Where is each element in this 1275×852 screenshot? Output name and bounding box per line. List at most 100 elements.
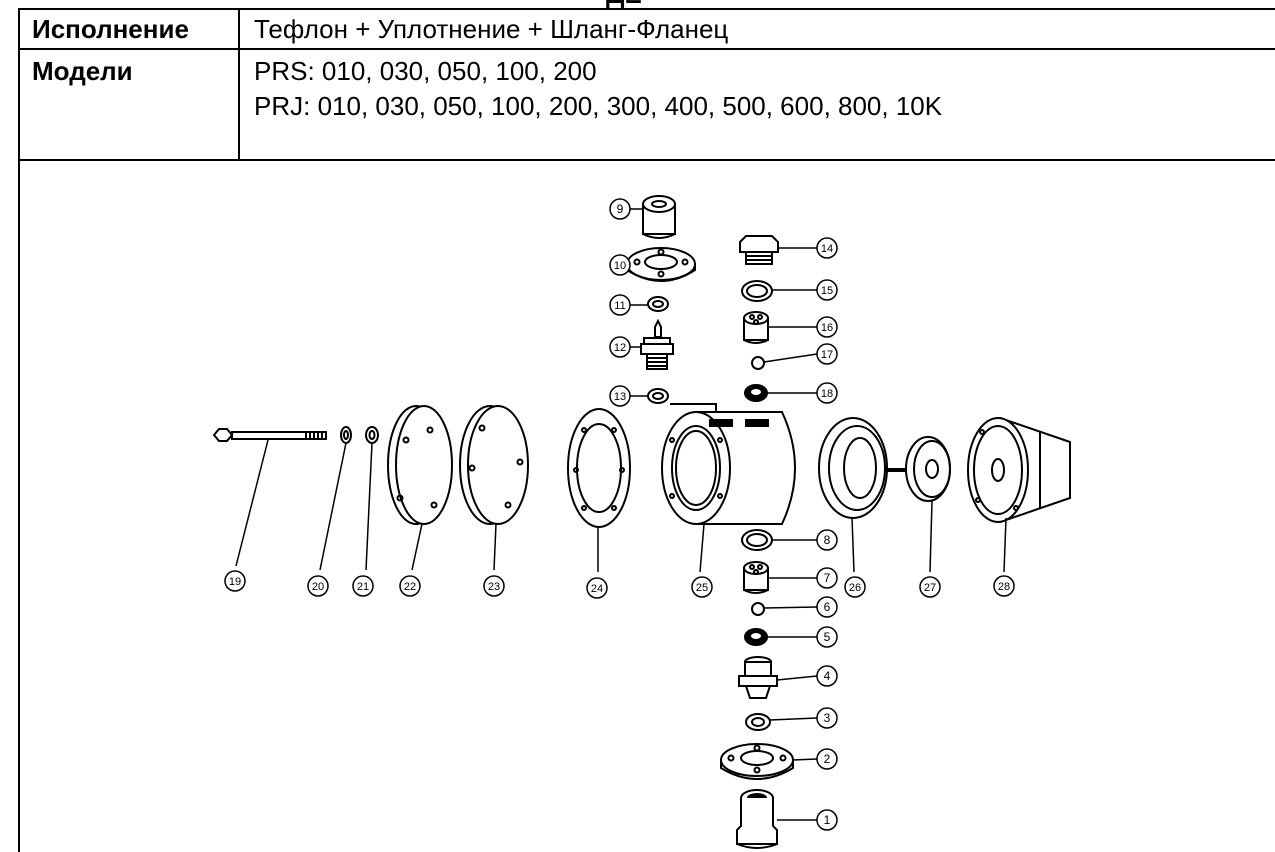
callout-bubble-18 <box>816 382 838 404</box>
callout-bubble-8 <box>816 529 838 551</box>
callout-bubble-17 <box>816 343 838 365</box>
callout-bubble-26 <box>844 576 866 598</box>
header-fragment: ДЕ <box>606 0 642 9</box>
callout-number-25: 25 <box>696 582 708 594</box>
callout-number-10: 10 <box>614 260 626 272</box>
part-plug-14 <box>739 235 779 265</box>
part-washer-20 <box>340 426 352 444</box>
callout-number-18: 18 <box>821 388 833 400</box>
callout-number-17: 17 <box>821 349 833 361</box>
part-flange-top <box>626 247 696 282</box>
part-disk-27 <box>905 436 951 573</box>
callout-bubble-10 <box>609 254 631 276</box>
part-washer-21 <box>365 426 379 444</box>
table-border-row2 <box>18 159 1275 161</box>
callout-bubble-15 <box>816 279 838 301</box>
callout-leader-3 <box>769 717 818 721</box>
callout-bubble-27 <box>919 576 941 598</box>
callout-bubble-13 <box>609 385 631 407</box>
callout-bubble-7 <box>816 567 838 589</box>
models-line-prs: PRS: 010, 030, 050, 100, 200 <box>254 56 597 86</box>
part-ball-17 <box>751 356 765 370</box>
table-border-row1 <box>18 48 1275 50</box>
callout-number-9: 9 <box>617 202 624 216</box>
callout-bubble-6 <box>816 596 838 618</box>
part-ball-guide-16 <box>743 311 769 344</box>
callout-number-23: 23 <box>488 581 500 593</box>
callout-bubble-19 <box>224 570 246 592</box>
part-oring-13 <box>647 388 669 404</box>
part-seat-15 <box>741 280 773 302</box>
callout-bubble-16 <box>816 316 838 338</box>
callout-number-2: 2 <box>824 752 831 766</box>
callout-bubble-9 <box>609 198 631 220</box>
callout-bubble-12 <box>609 336 631 358</box>
label-modeli: Модели <box>32 56 133 86</box>
part-ball-guide-7 <box>743 561 769 594</box>
callout-number-7: 7 <box>824 571 831 585</box>
part-gasket-24 <box>567 408 631 572</box>
callout-number-16: 16 <box>821 322 833 334</box>
value-ispolnenie: Тефлон + Уплотнение + Шланг-Фланец <box>254 14 729 44</box>
callout-number-3: 3 <box>824 711 831 725</box>
callout-bubble-24 <box>586 577 608 599</box>
callout-bubble-1 <box>816 809 838 831</box>
callout-bubble-25 <box>691 576 713 598</box>
callout-bubble-28 <box>993 575 1015 597</box>
part-tie-bolt <box>212 428 327 567</box>
callout-number-6: 6 <box>824 600 831 614</box>
callout-number-4: 4 <box>824 669 831 683</box>
callout-bubble-3 <box>816 707 838 729</box>
callout-number-8: 8 <box>824 533 831 547</box>
callout-number-26: 26 <box>849 582 861 594</box>
part-housing-26 <box>818 417 906 573</box>
part-end-housing-28 <box>967 417 1071 573</box>
part-pump-body <box>661 411 796 573</box>
callout-bubble-5 <box>816 626 838 648</box>
callout-number-20: 20 <box>312 581 324 593</box>
part-nozzle <box>640 318 674 370</box>
label-ispolnenie: Исполнение <box>32 14 189 44</box>
callout-number-12: 12 <box>614 342 626 354</box>
callout-number-19: 19 <box>229 576 241 588</box>
part-ball-6 <box>751 602 765 616</box>
table-border-left <box>18 8 20 852</box>
part-oring-3 <box>745 713 771 731</box>
callout-number-11: 11 <box>614 300 625 312</box>
table-column-divider <box>238 8 240 160</box>
callout-number-1: 1 <box>824 813 831 827</box>
callout-bubble-20 <box>307 575 329 597</box>
callout-leader-17 <box>763 353 818 363</box>
callout-number-28: 28 <box>998 581 1010 593</box>
part-seat-18 <box>744 384 768 402</box>
callout-leader-4 <box>776 675 818 681</box>
callout-leader-2 <box>792 758 818 761</box>
part-hose-tail-top <box>642 195 676 239</box>
part-flange-bottom <box>720 743 794 780</box>
callout-bubble-4 <box>816 665 838 687</box>
callout-bubble-21 <box>352 575 374 597</box>
part-oring-11 <box>647 296 669 312</box>
part-cover-plate-22 <box>387 405 453 571</box>
callout-number-5: 5 <box>824 630 831 644</box>
callout-number-15: 15 <box>821 285 833 297</box>
part-seat-5 <box>744 628 768 646</box>
callout-bubble-22 <box>399 575 421 597</box>
part-fitting-4 <box>738 656 778 699</box>
callout-bubble-2 <box>816 748 838 770</box>
callout-number-22: 22 <box>404 581 416 593</box>
part-cover-plate-23 <box>459 405 529 571</box>
callout-bubble-14 <box>816 237 838 259</box>
callout-bubble-23 <box>483 575 505 597</box>
callout-bubble-11 <box>609 294 631 316</box>
part-hose-tail-bottom <box>736 789 778 849</box>
callout-leader-6 <box>763 606 818 609</box>
callout-number-21: 21 <box>357 581 369 593</box>
callout-number-24: 24 <box>591 583 603 595</box>
callout-number-13: 13 <box>614 391 626 403</box>
callout-number-27: 27 <box>924 582 936 594</box>
table-border-top <box>18 8 1275 10</box>
models-line-prj: PRJ: 010, 030, 050, 100, 200, 300, 400, … <box>254 91 943 121</box>
